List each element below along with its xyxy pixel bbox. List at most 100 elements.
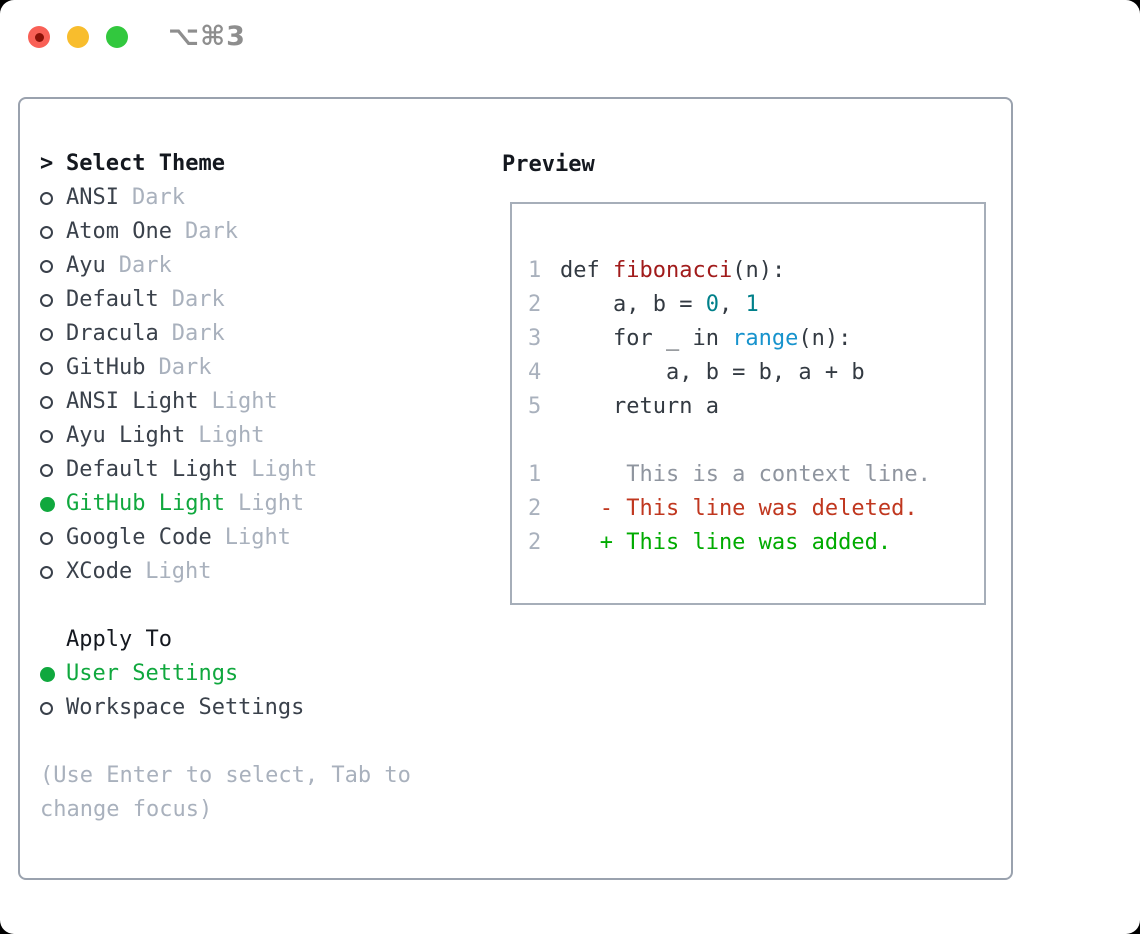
theme-variant-label: Light xyxy=(198,423,265,448)
radio-icon xyxy=(40,395,66,409)
code-token: a, b = b, a + b xyxy=(560,360,865,385)
theme-option-ansi-light[interactable]: ANSI Light Light xyxy=(40,385,411,419)
code-token: range xyxy=(732,326,799,351)
theme-variant-label: Light xyxy=(211,389,278,414)
code-line: 4 a, b = b, a + b xyxy=(528,356,984,390)
code-line: 2 a, b = 0, 1 xyxy=(528,288,984,322)
radio-selected-icon xyxy=(40,496,66,512)
theme-option-ayu-light[interactable]: Ayu Light Light xyxy=(40,419,411,453)
theme-variant-label: Dark xyxy=(184,219,238,244)
theme-variant-label: Light xyxy=(224,525,291,550)
theme-variant-label: Light xyxy=(237,491,305,516)
line-number: 4 xyxy=(528,360,542,385)
hint-text-line-1: (Use Enter to select, Tab to xyxy=(40,763,411,788)
option-label: User Settings xyxy=(66,661,239,686)
zoom-button[interactable] xyxy=(106,26,128,48)
theme-variant-label: Light xyxy=(251,457,318,482)
radio-icon xyxy=(40,225,66,239)
code-line: 5 return a xyxy=(528,390,984,424)
radio-icon xyxy=(40,259,66,273)
theme-variant-label: Dark xyxy=(158,355,212,380)
code-token: a, b = xyxy=(560,292,706,317)
option-label: Ayu Light xyxy=(66,423,186,448)
code-token: return a xyxy=(560,394,719,419)
option-label: Atom One xyxy=(66,219,172,244)
title-bar: ⌥⌘3 xyxy=(0,0,1140,74)
blank-line xyxy=(40,725,411,759)
preview-title: Preview xyxy=(502,151,595,177)
radio-icon xyxy=(40,327,66,341)
option-label: Dracula xyxy=(66,321,159,346)
code-token: def xyxy=(560,258,613,283)
theme-option-default[interactable]: Default Dark xyxy=(40,283,411,317)
radio-icon xyxy=(40,191,66,205)
radio-icon xyxy=(40,701,66,715)
option-label: ANSI xyxy=(66,185,119,210)
option-label: Workspace Settings xyxy=(66,695,305,720)
option-label: GitHub xyxy=(66,355,146,380)
code-line: 2 - This line was deleted. xyxy=(528,492,984,526)
theme-variant-label: Dark xyxy=(171,287,225,312)
line-number: 5 xyxy=(528,394,542,419)
theme-option-xcode[interactable]: XCode Light xyxy=(40,555,411,589)
theme-option-github-light[interactable]: GitHub Light Light xyxy=(40,487,411,521)
code-line: 2 + This line was added. xyxy=(528,526,984,560)
code-token: (n): xyxy=(732,258,786,283)
apply-to-title: Apply To xyxy=(66,627,172,652)
code-line: 1 This is a context line. xyxy=(528,458,984,492)
theme-variant-label: Light xyxy=(145,559,212,584)
theme-variant-label: Dark xyxy=(118,253,172,278)
close-dot-icon xyxy=(34,32,44,42)
code-token: for _ in xyxy=(560,326,733,351)
window-title: ⌥⌘3 xyxy=(168,21,246,52)
code-token: 1 xyxy=(745,292,759,317)
theme-option-atom-one[interactable]: Atom One Dark xyxy=(40,215,411,249)
close-button[interactable] xyxy=(28,26,50,48)
radio-icon xyxy=(40,429,66,443)
line-number: 2 xyxy=(528,530,542,555)
option-label: Ayu xyxy=(66,253,106,278)
hint-text-line-2: change focus) xyxy=(40,797,213,822)
select-theme-header: >Select Theme xyxy=(40,147,411,181)
theme-option-google-code[interactable]: Google Code Light xyxy=(40,521,411,555)
apply-to-header: Apply To xyxy=(40,623,411,657)
option-label: ANSI Light xyxy=(66,389,199,414)
option-label: Google Code xyxy=(66,525,212,550)
code-token: + This line was added. xyxy=(560,530,892,555)
code-token: (n): xyxy=(798,326,852,351)
line-number: 3 xyxy=(528,326,542,351)
radio-icon xyxy=(40,463,66,477)
apply-option-workspace-settings[interactable]: Workspace Settings xyxy=(40,691,411,725)
theme-option-default-light[interactable]: Default Light Light xyxy=(40,453,411,487)
code-token: - This line was deleted. xyxy=(560,496,918,521)
theme-option-github[interactable]: GitHub Dark xyxy=(40,351,411,385)
line-number: 2 xyxy=(528,496,542,521)
select-theme-title: Select Theme xyxy=(66,151,225,176)
option-label: Default xyxy=(66,287,159,312)
option-label: XCode xyxy=(66,559,133,584)
theme-option-ayu[interactable]: Ayu Dark xyxy=(40,249,411,283)
minimize-button[interactable] xyxy=(67,26,89,48)
code-token: fibonacci xyxy=(612,258,733,283)
code-token: , xyxy=(718,292,746,317)
blank-line xyxy=(40,589,411,623)
radio-icon xyxy=(40,531,66,545)
radio-icon xyxy=(40,361,66,375)
option-label: GitHub Light xyxy=(66,491,225,516)
line-number: 2 xyxy=(528,292,542,317)
radio-selected-icon xyxy=(40,666,66,682)
option-label: Default Light xyxy=(66,457,239,482)
apply-option-user-settings[interactable]: User Settings xyxy=(40,657,411,691)
traffic-lights xyxy=(28,26,128,48)
code-token: 0 xyxy=(705,292,719,317)
code-line: 3 for _ in range(n): xyxy=(528,322,984,356)
